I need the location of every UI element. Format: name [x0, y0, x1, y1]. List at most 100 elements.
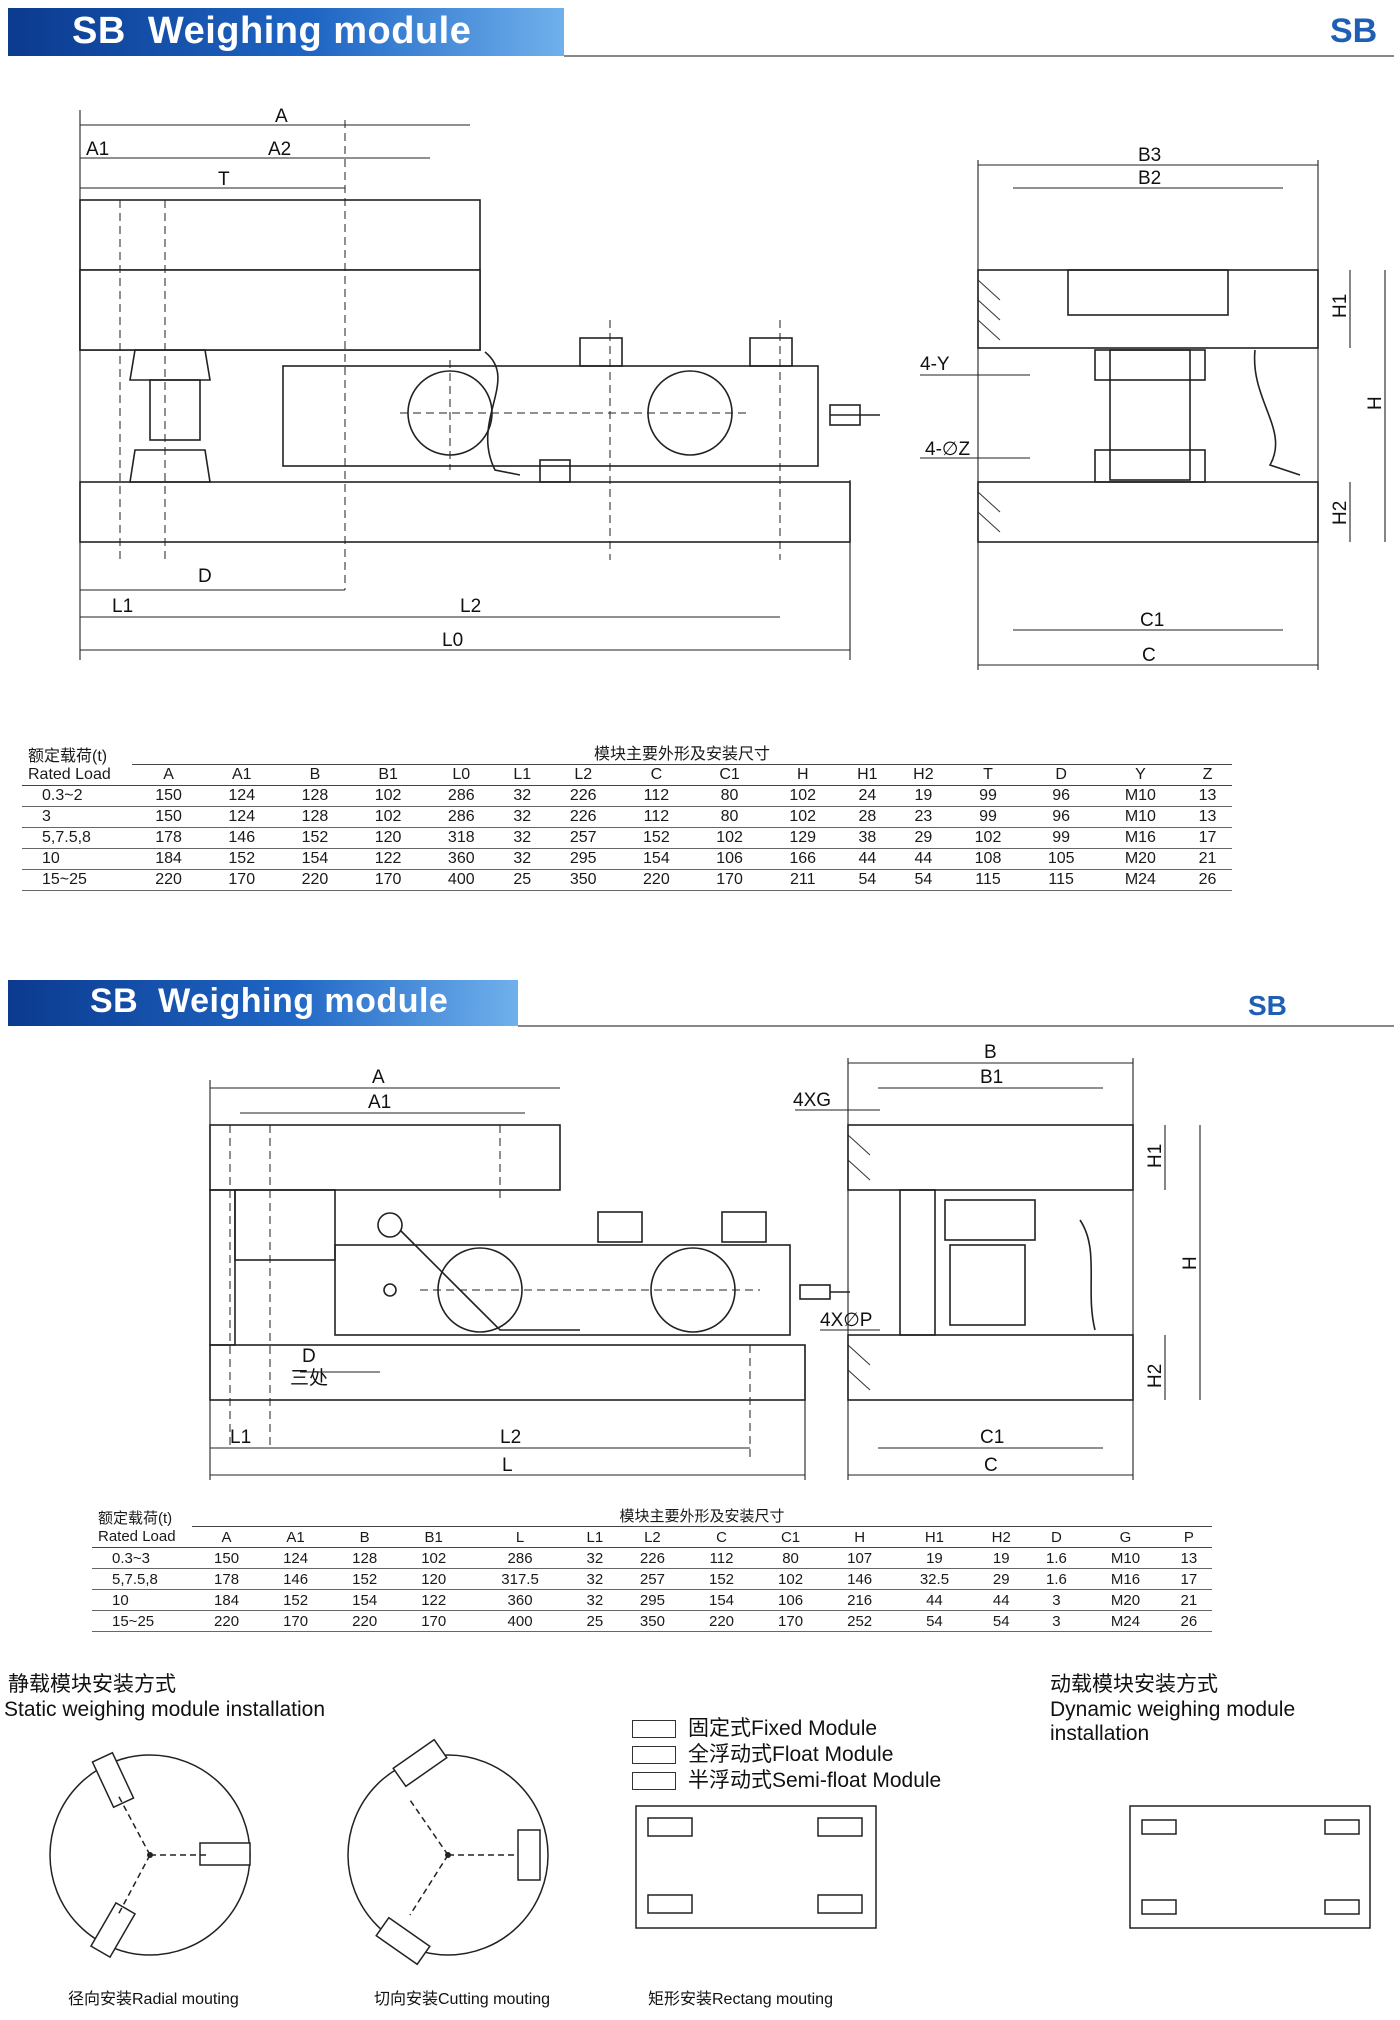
value-cell: M10 — [1097, 806, 1184, 828]
dim-label-A: A — [275, 106, 288, 127]
value-cell: 152 — [619, 827, 693, 849]
value-cell: 17 — [1165, 1568, 1212, 1590]
value-cell: 102 — [399, 1547, 469, 1569]
dim-label-A1: A1 — [86, 139, 109, 160]
value-cell: 128 — [278, 806, 352, 828]
dynamic-title-cn: 动载模块安装方式 — [1050, 1673, 1218, 1696]
value-cell: 25 — [571, 1610, 618, 1632]
value-cell: 105 — [1024, 848, 1098, 870]
dim-label-C1: C1 — [1140, 610, 1164, 631]
value-cell: 220 — [278, 869, 352, 891]
value-cell: 112 — [686, 1547, 757, 1569]
value-cell: M24 — [1097, 869, 1184, 891]
value-cell: 106 — [756, 1589, 826, 1611]
dim-label-L1: L1 — [112, 596, 133, 617]
value-cell: 32 — [497, 827, 547, 849]
value-cell: 44 — [839, 848, 896, 870]
model-code-2: SB — [1248, 990, 1287, 1021]
value-cell: 152 — [261, 1589, 331, 1611]
value-cell: 80 — [756, 1547, 826, 1569]
value-cell: 216 — [825, 1589, 895, 1611]
value-cell: 220 — [330, 1610, 400, 1632]
float-module-icon — [632, 1746, 676, 1765]
value-cell: 17 — [1183, 827, 1232, 849]
value-cell: 32 — [497, 785, 547, 807]
value-cell: 54 — [894, 1610, 975, 1632]
value-cell: 360 — [468, 1589, 572, 1611]
value-cell: 44 — [895, 848, 952, 870]
load-cell: 5,7.5,8 — [92, 1568, 192, 1590]
side-view-1 — [920, 160, 1386, 670]
load-cell: 0.3~3 — [92, 1547, 192, 1569]
value-cell: 99 — [951, 785, 1025, 807]
value-cell: M16 — [1097, 827, 1184, 849]
value-cell: 32 — [571, 1568, 618, 1590]
value-cell: 25 — [497, 869, 547, 891]
dim-label-H: H — [1365, 396, 1386, 410]
legend-semi-float: 半浮动式Semi-float Module — [632, 1764, 941, 1794]
fixed-module-icon — [632, 1720, 676, 1739]
dim2-label-C: C — [984, 1455, 998, 1476]
value-cell: 122 — [399, 1589, 469, 1611]
header-rule-1 — [564, 55, 1394, 57]
value-cell: 54 — [974, 1610, 1028, 1632]
value-cell: 54 — [839, 869, 896, 891]
load-cell: 15~25 — [92, 1610, 192, 1632]
semi-float-module-icon — [632, 1772, 676, 1791]
value-cell: 170 — [205, 869, 279, 891]
value-cell: 154 — [330, 1589, 400, 1611]
value-cell: 99 — [951, 806, 1025, 828]
legend-float: 全浮动式Float Module — [632, 1738, 893, 1768]
value-cell: 170 — [399, 1610, 469, 1632]
value-cell: 44 — [894, 1589, 975, 1611]
value-cell: 23 — [895, 806, 952, 828]
dim-label-L0: L0 — [442, 630, 463, 651]
value-cell: 112 — [619, 806, 693, 828]
load-cell: 10 — [22, 848, 132, 870]
value-cell: 184 — [192, 1589, 262, 1611]
value-cell: 211 — [766, 869, 840, 891]
value-cell: 124 — [205, 806, 279, 828]
front-view-1 — [79, 110, 880, 660]
dim-label-D: D — [198, 566, 212, 587]
value-cell: 220 — [192, 1610, 262, 1632]
value-cell: 257 — [546, 827, 620, 849]
value-cell: 170 — [756, 1610, 826, 1632]
static-title-cn: 静载模块安装方式 — [8, 1673, 176, 1696]
dim-label-B3: B3 — [1138, 145, 1161, 166]
value-cell: 350 — [546, 869, 620, 891]
value-cell: 102 — [766, 806, 840, 828]
value-cell: 178 — [132, 827, 206, 849]
value-cell: 108 — [951, 848, 1025, 870]
dim2-label-A1: A1 — [368, 1092, 391, 1113]
value-cell: 154 — [619, 848, 693, 870]
value-cell: 19 — [895, 785, 952, 807]
value-cell: 112 — [619, 785, 693, 807]
value-cell: 124 — [205, 785, 279, 807]
dim2-label-L2: L2 — [500, 1427, 521, 1448]
table-title-2: 模块主要外形及安装尺寸 — [192, 1505, 1212, 1527]
value-cell: 115 — [1024, 869, 1098, 891]
value-cell: 220 — [619, 869, 693, 891]
value-cell: 102 — [756, 1568, 826, 1590]
load-cell: 0.3~2 — [22, 785, 132, 807]
value-cell: 13 — [1183, 785, 1232, 807]
value-cell: 26 — [1165, 1610, 1212, 1632]
value-cell: 28 — [839, 806, 896, 828]
value-cell: 220 — [132, 869, 206, 891]
value-cell: 32 — [497, 806, 547, 828]
value-cell: 128 — [330, 1547, 400, 1569]
value-cell: 102 — [692, 827, 767, 849]
value-cell: 220 — [686, 1610, 757, 1632]
dim-label-A2: A2 — [268, 139, 291, 160]
